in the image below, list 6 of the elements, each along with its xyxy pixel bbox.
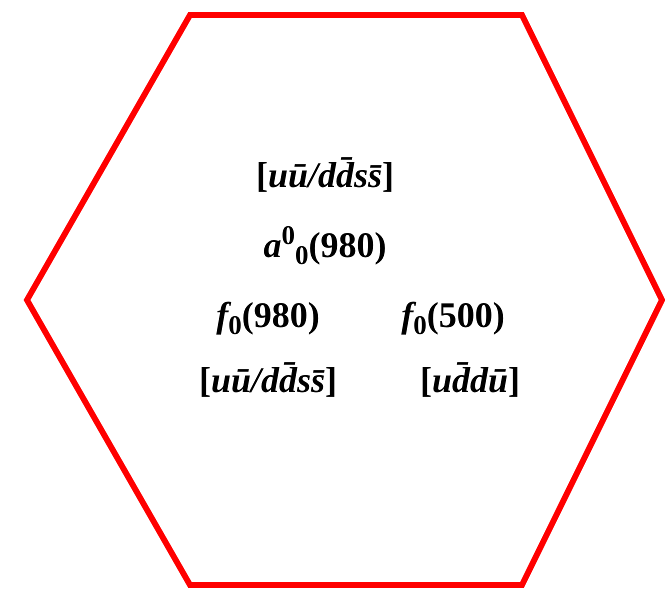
formula-text: [uū/dd̄ss̄] xyxy=(256,157,394,193)
formula-text: [ud̄dū] xyxy=(420,362,520,398)
formula-text: f$_{0}$(500) xyxy=(401,297,505,333)
formula-text: a$^{0}$$_{0}$(980) xyxy=(264,227,386,263)
formula-text: [uū/dd̄ss̄] xyxy=(198,362,338,398)
formula-text: f$_{0}$(980) xyxy=(216,297,320,333)
